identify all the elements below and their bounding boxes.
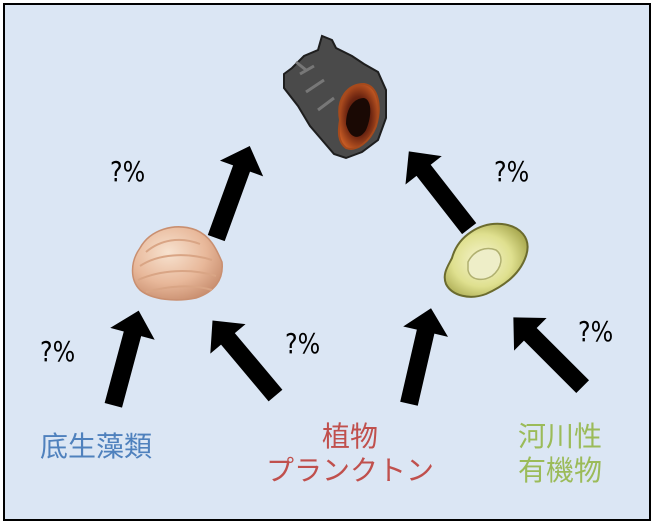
source-label-benthic-algae: 底生藻類	[40, 430, 153, 463]
oyster-icon	[443, 222, 529, 298]
percent-label-clam-to-whelk: ?%	[110, 155, 146, 188]
arrow-organic-to-oyster	[513, 317, 590, 394]
arrow-algae-to-clam	[104, 310, 155, 408]
source-label-riverine-organic: 河川性 有機物	[505, 420, 615, 487]
arrow-phyto-to-oyster	[400, 308, 449, 406]
whelk-icon	[283, 34, 387, 160]
riverine-organic-line2: 有機物	[517, 453, 602, 487]
percent-label-algae-to-clam: ?%	[40, 335, 76, 368]
riverine-organic-line1: 河川性	[517, 420, 602, 453]
source-label-phytoplankton: 植物 プランクトン	[250, 420, 450, 487]
arrow-clam-to-whelk	[207, 145, 264, 242]
arrow-phyto-to-clam	[210, 320, 283, 402]
clam-icon	[131, 226, 223, 301]
percent-label-oyster-to-whelk: ?%	[494, 155, 530, 188]
percent-label-organic-to-oyster: ?%	[578, 315, 614, 348]
phytoplankton-line2: プランクトン	[265, 453, 434, 487]
phytoplankton-line1: 植物	[321, 420, 378, 453]
arrow-oyster-to-whelk	[405, 151, 477, 235]
percent-label-phyto-to-clam: ?%	[285, 327, 321, 360]
